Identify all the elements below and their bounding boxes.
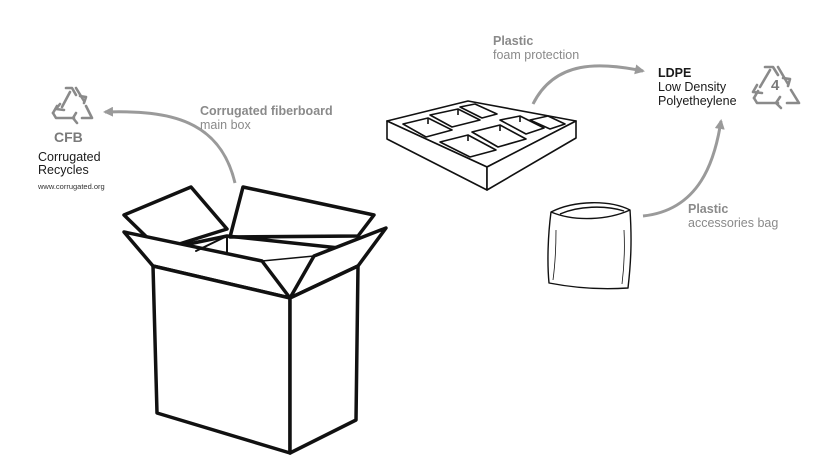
cfb-code: CFB xyxy=(54,129,83,145)
arrow-box-to-cfb xyxy=(103,106,237,184)
bag-label-title: Plastic xyxy=(688,202,729,216)
ldpe-line-2: Polyetheylene xyxy=(658,94,737,108)
box-label-subtitle: main box xyxy=(200,118,251,132)
cfb-url: www.corrugated.org xyxy=(38,182,105,191)
foam-label-title: Plastic xyxy=(493,34,534,48)
bag-label-subtitle: accessories bag xyxy=(688,216,779,230)
box-label-title: Corrugated fiberboard xyxy=(200,104,333,118)
cardboard-box-illustration xyxy=(122,185,388,455)
plastic-bag-illustration xyxy=(547,202,632,290)
cfb-recycle-icon xyxy=(51,86,94,125)
foam-label-subtitle: foam protection xyxy=(493,48,580,62)
cfb-line-1: Corrugated xyxy=(38,150,101,164)
ldpe-code: LDPE xyxy=(658,66,692,80)
ldpe-recycle-icon xyxy=(751,65,801,110)
foam-tray-illustration xyxy=(386,100,577,191)
ldpe-line-1: Low Density xyxy=(658,80,727,94)
arrow-foam-to-ldpe xyxy=(531,64,645,105)
cfb-line-2: Recycles xyxy=(38,163,89,177)
arrow-bag-to-ldpe xyxy=(642,119,725,218)
ldpe-resin-number: 4 xyxy=(771,77,780,94)
